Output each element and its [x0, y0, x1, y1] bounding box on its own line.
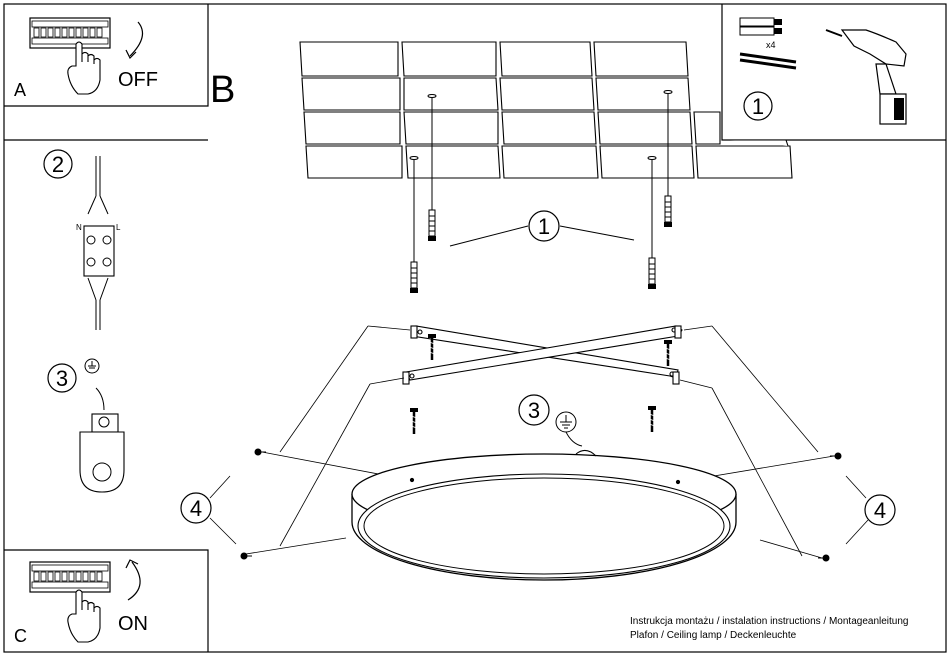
panel-a-state: OFF — [118, 69, 158, 91]
breaker-panel-icon — [29, 17, 111, 49]
wall-plug-icon — [739, 17, 782, 36]
svg-text:4: 4 — [874, 498, 886, 523]
wall-plug-icon — [663, 195, 673, 228]
step-4-right-callout: 4 — [845, 475, 896, 545]
outer-frame — [3, 3, 947, 653]
breaker-panel-icon — [29, 561, 111, 593]
caption: Instrukcja montażu / instalation instruc… — [630, 616, 909, 641]
panel-c-letter: C — [14, 626, 27, 646]
earth-icon — [84, 358, 100, 374]
hand-icon — [67, 41, 101, 95]
svg-text:3: 3 — [56, 366, 68, 391]
mounting-bracket — [402, 325, 683, 385]
arrow-down-icon — [129, 21, 144, 57]
terminal-n-label: N — [76, 223, 82, 232]
panel-c: C ON — [4, 549, 209, 652]
panel-a-letter: A — [14, 80, 26, 100]
ceiling-tiles — [299, 41, 793, 179]
panel-c-state: ON — [118, 613, 148, 635]
wall-plug-icon — [427, 209, 437, 242]
earth-icon — [555, 411, 577, 433]
step-1-anchor-callout: 1 — [449, 210, 635, 247]
panel-b-letter: B — [210, 69, 235, 111]
panel-a: A OFF — [4, 4, 209, 107]
terminal-block-icon — [83, 156, 115, 330]
screw-icon — [408, 406, 420, 436]
screw-icon — [254, 448, 266, 456]
svg-text:1: 1 — [538, 214, 550, 239]
earth-step: 3 — [47, 358, 125, 493]
caption-line-1: Instrukcja montażu / instalation instruc… — [630, 616, 909, 627]
screw-icon — [818, 554, 830, 562]
step-3-earth-callout: 3 — [518, 394, 583, 447]
terminal-l-label: L — [116, 223, 121, 232]
quantity-label: x4 — [766, 40, 776, 50]
caption-line-2: Plafon / Ceiling lamp / Deckenleuchte — [630, 630, 797, 641]
wall-plug-icon — [409, 261, 419, 294]
wall-plugs — [409, 195, 673, 294]
tools-inset: x4 1 — [721, 4, 946, 141]
step-1-drill-badge — [743, 91, 773, 121]
arrow-up-icon — [127, 561, 141, 601]
hand-icon — [67, 589, 101, 643]
step-4-left-callout: 4 — [180, 475, 237, 545]
svg-text:4: 4 — [190, 496, 202, 521]
screw-icon — [240, 552, 252, 560]
screw-icon — [739, 52, 797, 70]
wall-plug-icon — [647, 257, 657, 290]
earth-clamp-icon — [79, 413, 125, 493]
ceiling-lamp — [351, 450, 737, 581]
screw-icon — [830, 452, 842, 460]
screw-icon — [426, 332, 438, 362]
svg-text:3: 3 — [528, 398, 540, 423]
svg-text:1: 1 — [752, 94, 764, 119]
screw-icon — [662, 338, 674, 368]
perspective-lines — [245, 325, 835, 559]
drill-holes — [409, 90, 673, 262]
drill-icon — [825, 29, 907, 125]
screw-icon — [646, 404, 658, 434]
wiring-step: 2 N L — [4, 139, 208, 330]
side-screws — [240, 448, 842, 562]
svg-text:2: 2 — [52, 152, 64, 177]
